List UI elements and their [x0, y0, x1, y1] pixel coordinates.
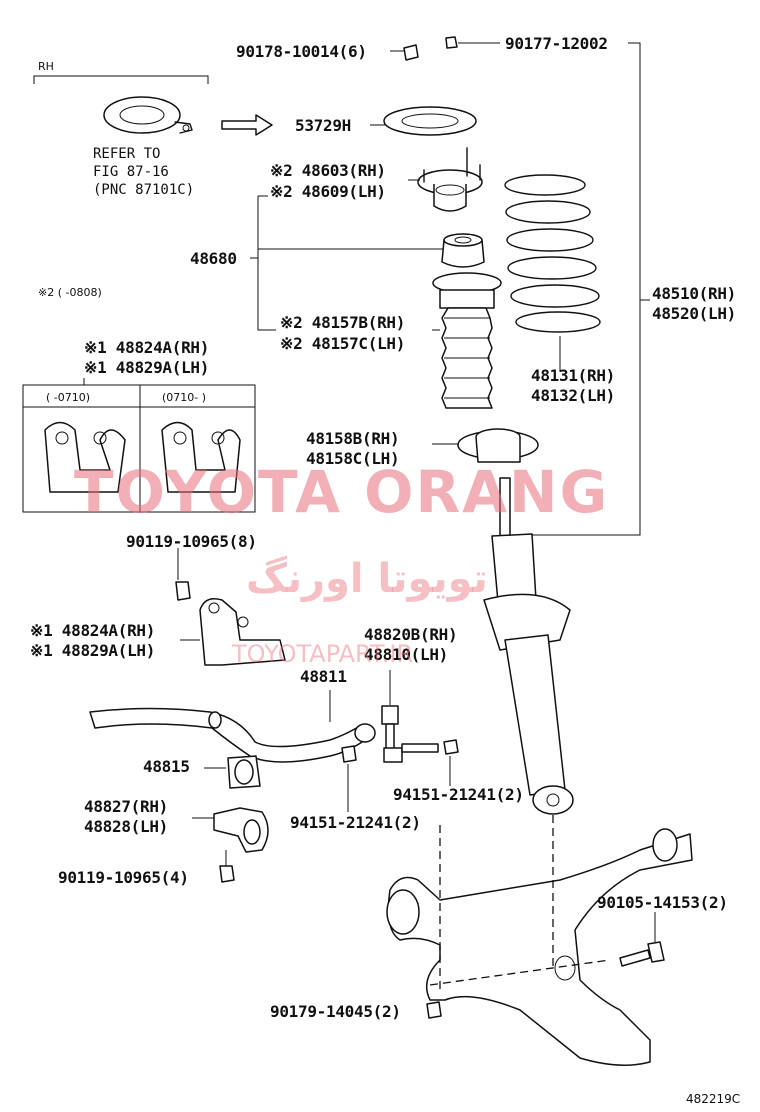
part-label-48132[interactable]: 48132(LH) — [531, 386, 615, 405]
part-label-48520[interactable]: 48520(LH) — [652, 304, 736, 323]
bushing-48815-drawing — [227, 755, 261, 789]
plate-53729-drawing — [383, 106, 477, 136]
bolt-90119-8-drawing — [175, 548, 191, 601]
part-label-48131[interactable]: 48131(RH) — [531, 366, 615, 385]
stabilizer-bar-drawing — [89, 707, 366, 763]
part-label-48811[interactable]: 48811 — [300, 667, 347, 686]
note-2-date: ※2 ( -0808) — [38, 286, 102, 299]
bolt-90105-drawing — [619, 912, 665, 967]
nut-90178-drawing — [390, 44, 419, 61]
part-label-48510[interactable]: 48510(RH) — [652, 284, 736, 303]
coil-spring-drawing — [504, 174, 601, 333]
upper-mount-48603-drawing — [417, 147, 483, 212]
link-48820b-drawing — [381, 670, 439, 763]
nut-90177-drawing — [445, 36, 500, 49]
arrow-icon — [221, 114, 273, 136]
part-label-94151-b[interactable]: 94151-21241(2) — [290, 813, 421, 832]
part-label-90119-8[interactable]: 90119-10965(8) — [126, 532, 257, 551]
part-label-90177[interactable]: 90177-12002 — [505, 34, 608, 53]
part-label-48824a-mid[interactable]: ※1 48824A(RH) — [30, 621, 156, 640]
part-label-48815[interactable]: 48815 — [143, 757, 190, 776]
part-label-48820b[interactable]: 48820B(RH) — [364, 625, 458, 644]
part-label-53729[interactable]: 53729H — [295, 116, 351, 135]
part-label-48680[interactable]: 48680 — [190, 249, 237, 268]
bump-stop-drawing — [441, 233, 485, 268]
rh-bracket — [33, 75, 209, 84]
part-label-48158c[interactable]: 48158C(LH) — [306, 449, 400, 468]
refer-line-2: FIG 87-16 — [93, 164, 169, 180]
refer-line-3: (PNC 87101C) — [93, 182, 195, 198]
nut-94151-b-drawing — [341, 745, 357, 812]
part-label-90179[interactable]: 90179-14045(2) — [270, 1002, 401, 1021]
part-label-90105[interactable]: 90105-14153(2) — [597, 893, 728, 912]
box-left-header: ( -0710) — [46, 391, 91, 404]
part-label-48827[interactable]: 48827(RH) — [84, 797, 168, 816]
bracket-box — [22, 384, 256, 513]
refer-line-1: REFER TO — [93, 146, 161, 162]
box-right-header: (0710- ) — [162, 391, 207, 404]
part-label-48603[interactable]: ※2 48603(RH) — [270, 161, 386, 180]
part-label-48829a-mid[interactable]: ※1 48829A(LH) — [30, 641, 156, 660]
part-label-48609[interactable]: ※2 48609(LH) — [270, 182, 386, 201]
bracket-48510 — [520, 42, 641, 536]
part-label-90119-4[interactable]: 90119-10965(4) — [58, 868, 189, 887]
refer-plate-drawing — [103, 96, 193, 134]
bracket-48824a-drawing — [199, 598, 286, 666]
part-label-48810[interactable]: 48810(LH) — [364, 645, 448, 664]
lower-arm-drawing — [386, 828, 693, 1066]
part-label-90178[interactable]: 90178-10014(6) — [236, 42, 367, 61]
part-label-48157b[interactable]: ※2 48157B(RH) — [280, 313, 406, 332]
nut-94151-a-drawing — [443, 739, 459, 786]
dust-boot-drawing — [432, 272, 502, 409]
figure-code: 482219C — [686, 1092, 741, 1106]
part-label-48158b[interactable]: 48158B(RH) — [306, 429, 400, 448]
bracket-48827-drawing — [213, 807, 269, 853]
part-label-48829a-top[interactable]: ※1 48829A(LH) — [84, 358, 210, 377]
spring-seat-48158-drawing — [457, 428, 539, 463]
part-label-48157c[interactable]: ※2 48157C(LH) — [280, 334, 406, 353]
shock-absorber-drawing — [483, 477, 574, 815]
rh-label: RH — [38, 60, 54, 73]
part-label-48824a-top[interactable]: ※1 48824A(RH) — [84, 338, 210, 357]
part-label-94151-a[interactable]: 94151-21241(2) — [393, 785, 524, 804]
nut-90179-drawing — [426, 1001, 442, 1019]
part-label-48828[interactable]: 48828(LH) — [84, 817, 168, 836]
bolt-90119-4-drawing — [219, 850, 235, 883]
bracket-48680 — [257, 196, 276, 331]
